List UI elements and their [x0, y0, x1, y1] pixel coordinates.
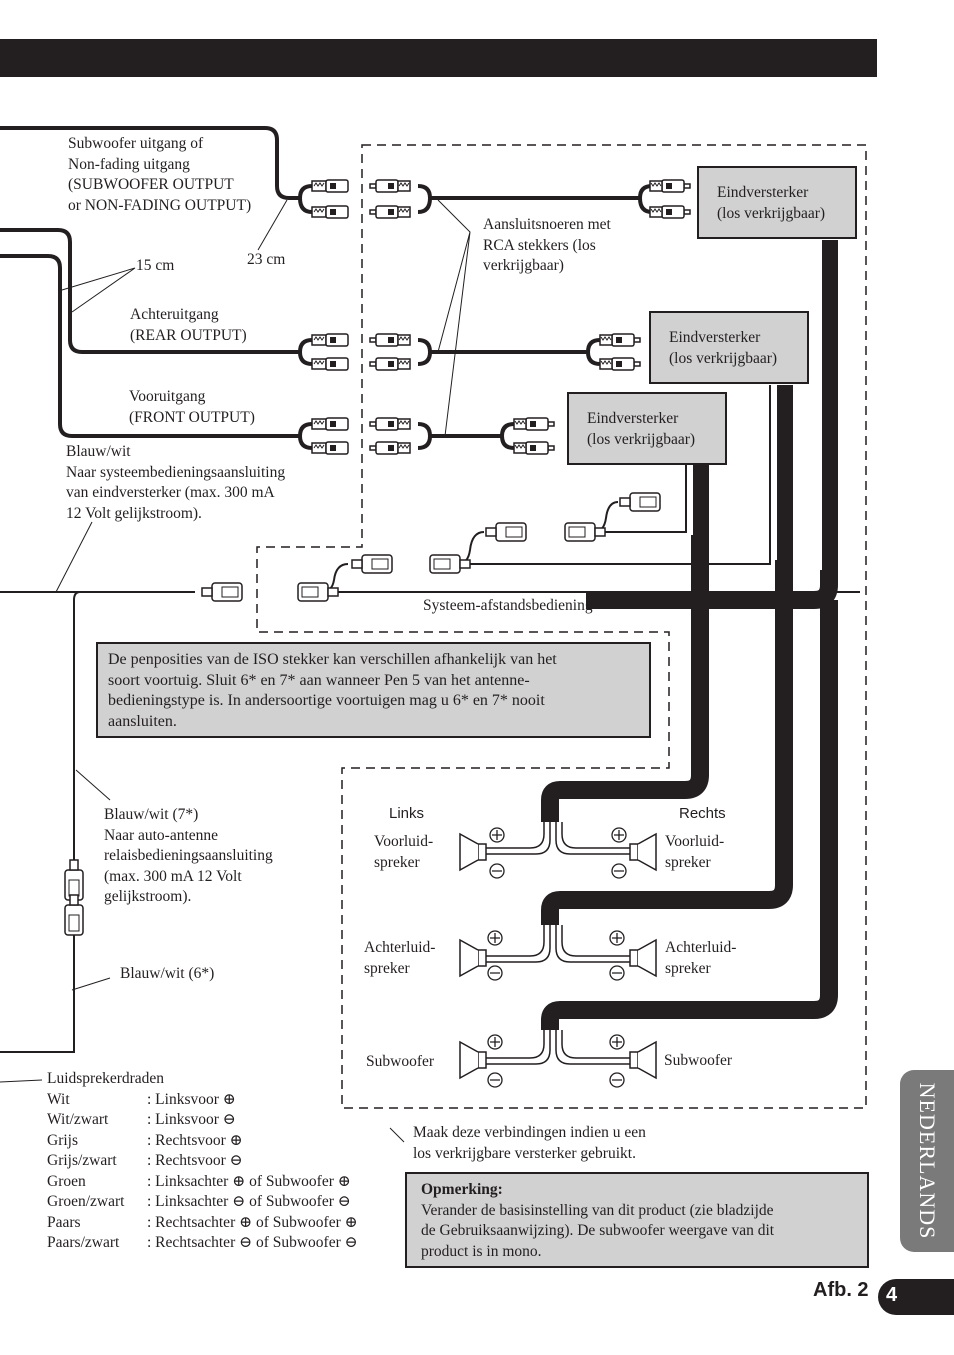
legend-row: Paars: Rechtsachter ⊕ of Subwoofer ⊕	[47, 1213, 358, 1231]
legend-row: Wit: Linksvoor ⊕	[47, 1090, 236, 1108]
iso-note-box: De penposities van de ISO stekker kan ve…	[96, 642, 651, 738]
language-tab: NEDERLANDS	[900, 1070, 954, 1252]
remark-title: Opmerking:	[421, 1181, 503, 1198]
right-heading: Rechts	[679, 805, 726, 822]
blue-white-6-label: Blauw/wit (6*)	[120, 965, 215, 982]
left-heading: Links	[389, 805, 425, 822]
amplifier-1: Eindversterker (los verkrijgbaar)	[697, 166, 857, 239]
left-front-speaker-label: Voorluid- spreker	[374, 833, 434, 871]
figure-label: Afb. 2	[813, 1279, 869, 1301]
left-rear-speaker-label: Achterluid- spreker	[364, 939, 436, 977]
legend-row: Wit/zwart: Linksvoor ⊖	[47, 1111, 236, 1128]
amplifier-3: Eindversterker (los verkrijgbaar)	[567, 392, 727, 465]
blue-white-system-label: Blauw/wit Naar systeembedieningsaansluit…	[66, 443, 286, 522]
right-subwoofer-label: Subwoofer	[664, 1052, 733, 1069]
page-number: 4	[886, 1284, 898, 1306]
right-rear-speaker-label: Achterluid- spreker	[665, 939, 737, 977]
length-15cm-label: 15 cm	[136, 257, 175, 274]
rear-output-label: Achteruitgang (REAR OUTPUT)	[130, 306, 247, 344]
system-remote-label: Systeem-afstandsbediening	[423, 597, 593, 614]
legend-row: Groen: Linksachter ⊕ of Subwoofer ⊕	[47, 1172, 351, 1190]
legend-title: Luidsprekerdraden	[47, 1070, 165, 1087]
remark-box: Opmerking: Verander de basisinstelling v…	[405, 1172, 869, 1268]
left-subwoofer-label: Subwoofer	[366, 1053, 435, 1070]
length-23cm-label: 23 cm	[247, 251, 286, 268]
legend-row: Groen/zwart: Linksachter ⊖ of Subwoofer …	[47, 1193, 351, 1210]
language-tab-label: NEDERLANDS	[915, 1082, 940, 1240]
subwoofer-output-label: Subwoofer uitgang of Non-fading uitgang …	[68, 135, 252, 214]
make-connections-note: Maak deze verbindingen indien u een los …	[413, 1124, 646, 1162]
right-front-speaker-label: Voorluid- spreker	[665, 833, 725, 871]
remark-body: Verander de basisinstelling van dit prod…	[421, 1201, 775, 1260]
speaker-wire-legend: Luidsprekerdraden Wit: Linksvoor ⊕ Wit/z…	[47, 1069, 358, 1254]
page-number-badge: 4	[878, 1279, 954, 1315]
legend-row: Paars/zwart: Rechtsachter ⊖ of Subwoofer…	[47, 1234, 358, 1251]
front-output-label: Vooruitgang (FRONT OUTPUT)	[129, 388, 255, 426]
amplifier-2: Eindversterker (los verkrijgbaar)	[649, 311, 809, 384]
blue-white-7-label: Blauw/wit (7*) Naar auto-antenne relaisb…	[104, 806, 273, 905]
rca-cords-label: Aansluitsnoeren met RCA stekkers (los ve…	[483, 216, 611, 274]
header-bar	[0, 39, 877, 77]
legend-row: Grijs: Rechtsvoor ⊕	[47, 1131, 243, 1149]
legend-row: Grijs/zwart: Rechtsvoor ⊖	[47, 1152, 243, 1169]
